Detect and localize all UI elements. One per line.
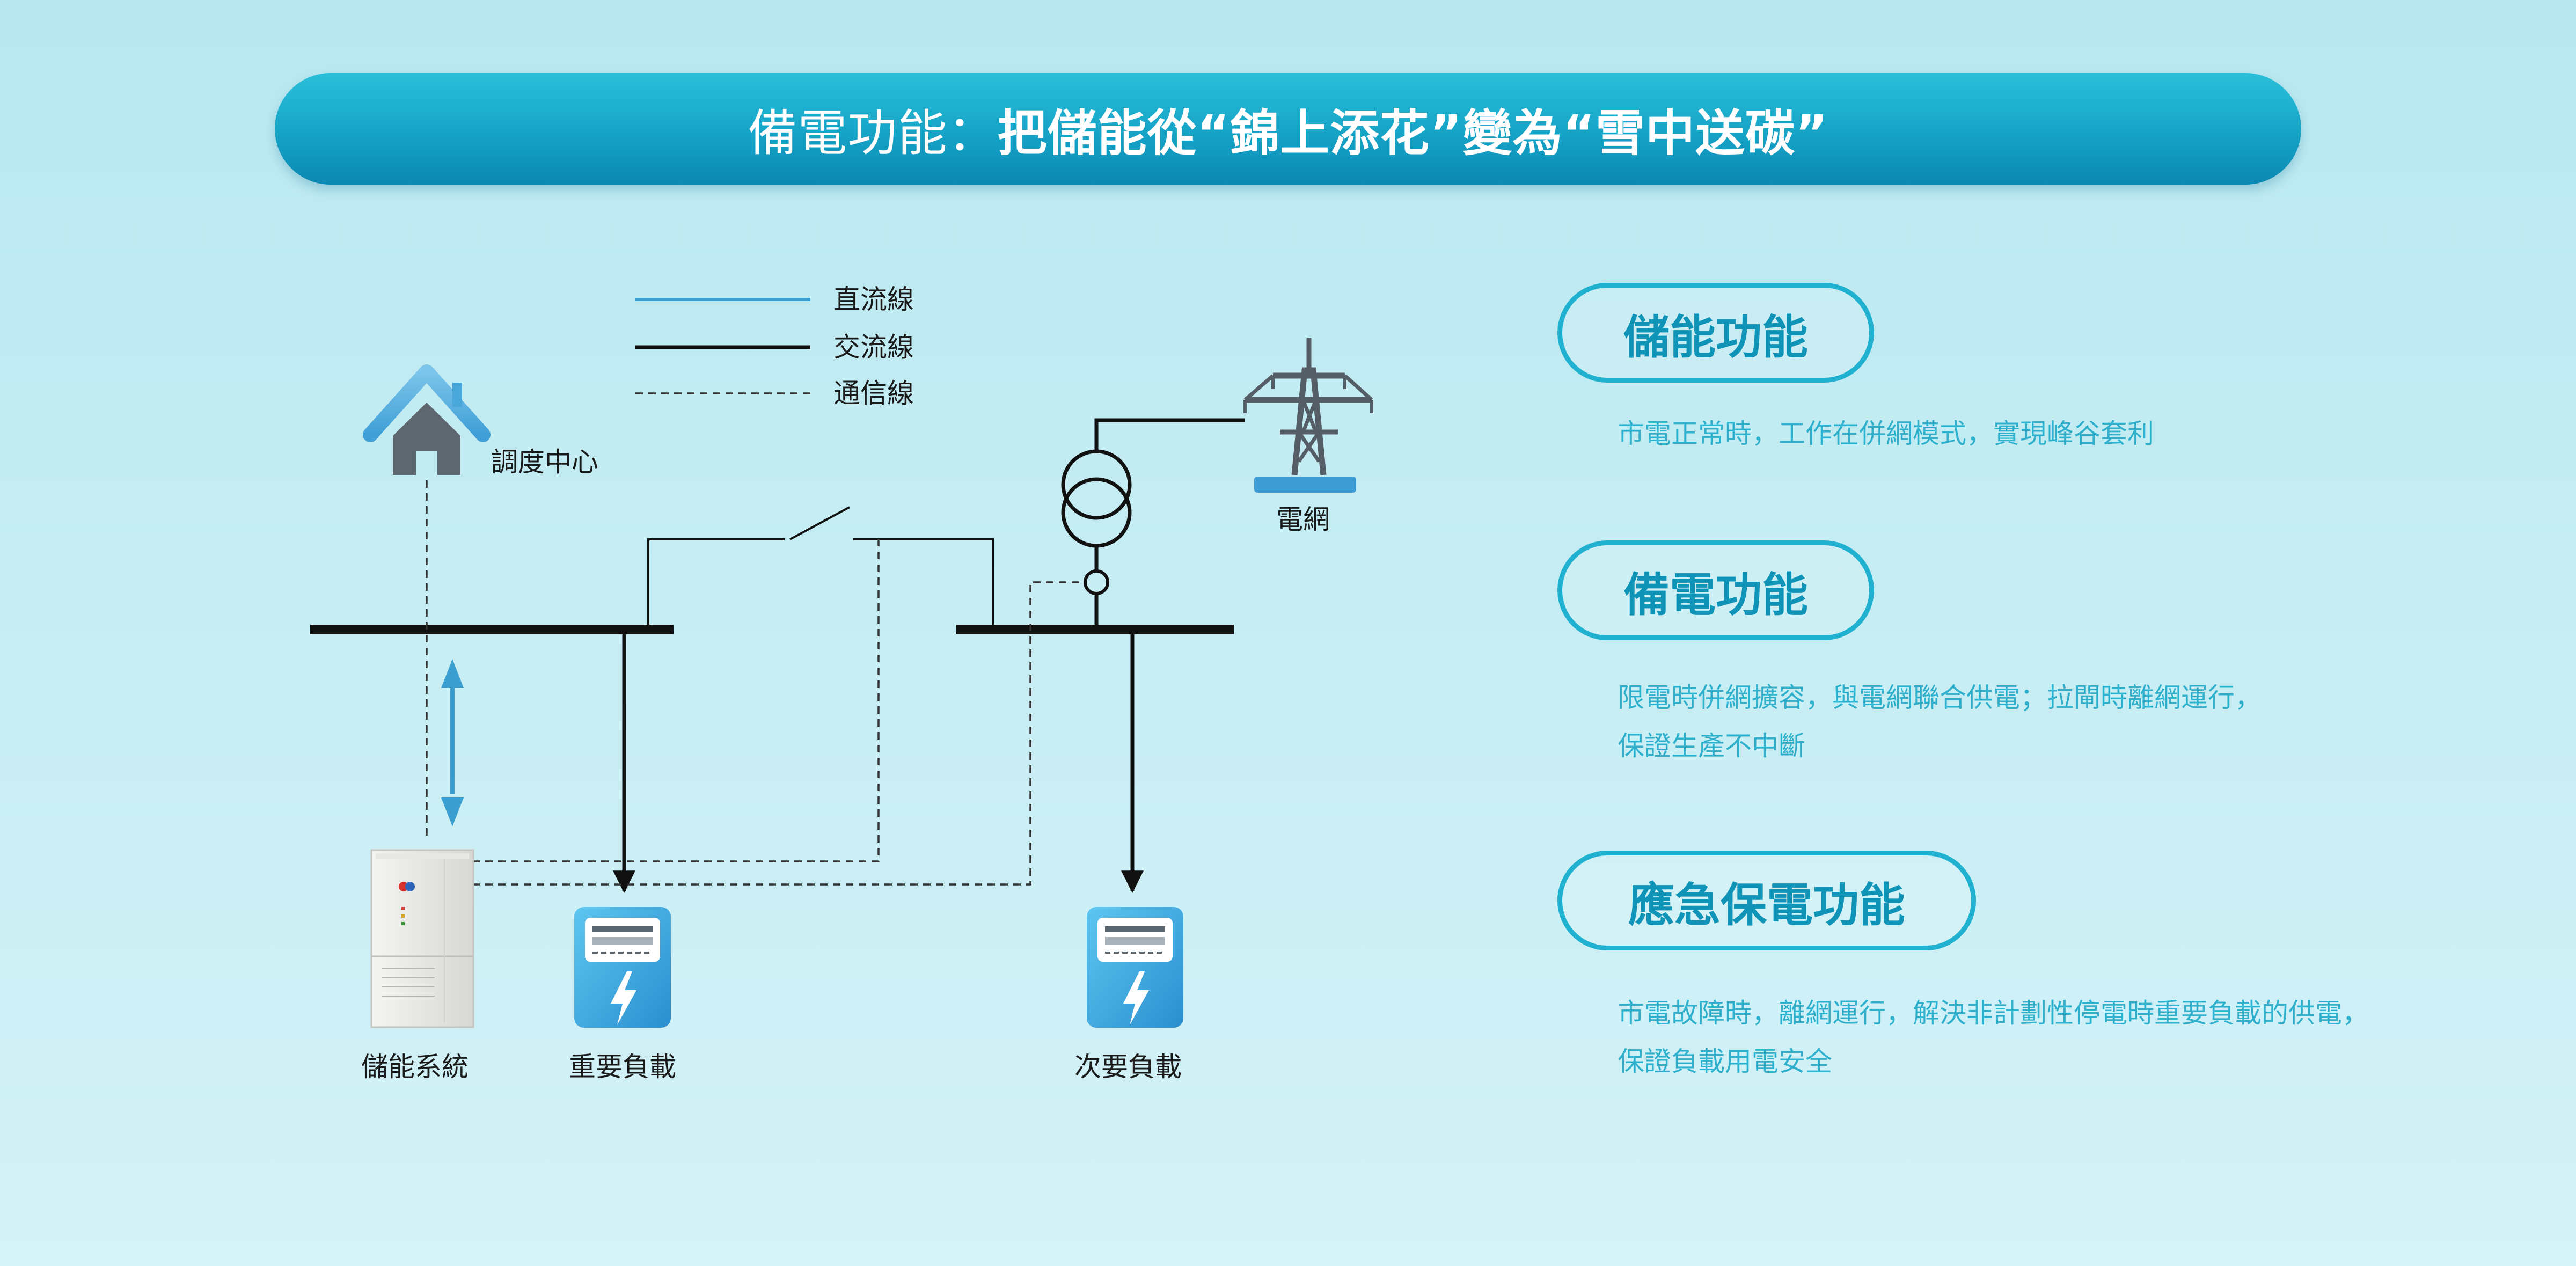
important-load-label: 重要負載 — [569, 1051, 676, 1082]
busbar-left — [310, 625, 674, 634]
meter-icon-important — [574, 907, 671, 1028]
busbar-right — [956, 625, 1234, 634]
energy-storage-cabinet-icon — [370, 849, 474, 1028]
function-desc-backup-2: 保證生產不中斷 — [1618, 730, 1805, 762]
function-title-emergency: 應急保電功能 — [1557, 851, 1976, 950]
function-desc-storage-1: 市電正常時，工作在併網模式，實現峰谷套利 — [1618, 418, 2154, 449]
title-prefix: 備電功能： — [748, 104, 998, 162]
function-title-backup: 備電功能 — [1557, 540, 1874, 640]
transformer-icon — [1061, 449, 1132, 548]
title-main: 把儲能從“錦上添花”變為“雪中送碳” — [997, 104, 1828, 162]
comm-lines — [426, 480, 1085, 886]
grid-feed-line — [1094, 418, 1245, 453]
function-desc-emergency-1: 市電故障時，離網運行，解決非計劃性停電時重要負載的供電， — [1618, 998, 2369, 1029]
tie-line-left — [647, 538, 785, 629]
legend: 直流線 交流線 通信線 — [635, 284, 914, 409]
dc-bidirectional-arrow — [441, 659, 464, 826]
function-title-storage: 儲能功能 — [1557, 283, 1874, 383]
storage-system-label: 儲能系統 — [361, 1051, 469, 1082]
legend-ac-label: 交流線 — [833, 332, 914, 363]
meter-icon-secondary — [1087, 907, 1183, 1028]
legend-comm-label: 通信線 — [833, 378, 914, 409]
breaker-icon — [1084, 569, 1109, 595]
legend-dc-label: 直流線 — [833, 284, 914, 315]
secondary-load-label: 次要負載 — [1074, 1051, 1182, 1082]
dispatch-center-label: 調度中心 — [491, 447, 598, 478]
function-desc-backup-1: 限電時併網擴容，與電網聯合供電；拉閘時離網運行， — [1618, 682, 2262, 713]
power-backup-diagram: 直流線 交流線 通信線 調度中心 電網 — [310, 284, 1373, 1082]
grid-label: 電網 — [1276, 504, 1330, 535]
house-icon — [363, 364, 491, 475]
title-banner: 備電功能：把儲能從“錦上添花”變為“雪中送碳” — [275, 73, 2301, 185]
tie-switch — [789, 506, 850, 540]
tie-line-right — [853, 538, 994, 629]
transmission-tower-icon — [1243, 338, 1373, 493]
function-desc-emergency-2: 保證負載用電安全 — [1618, 1046, 1832, 1077]
